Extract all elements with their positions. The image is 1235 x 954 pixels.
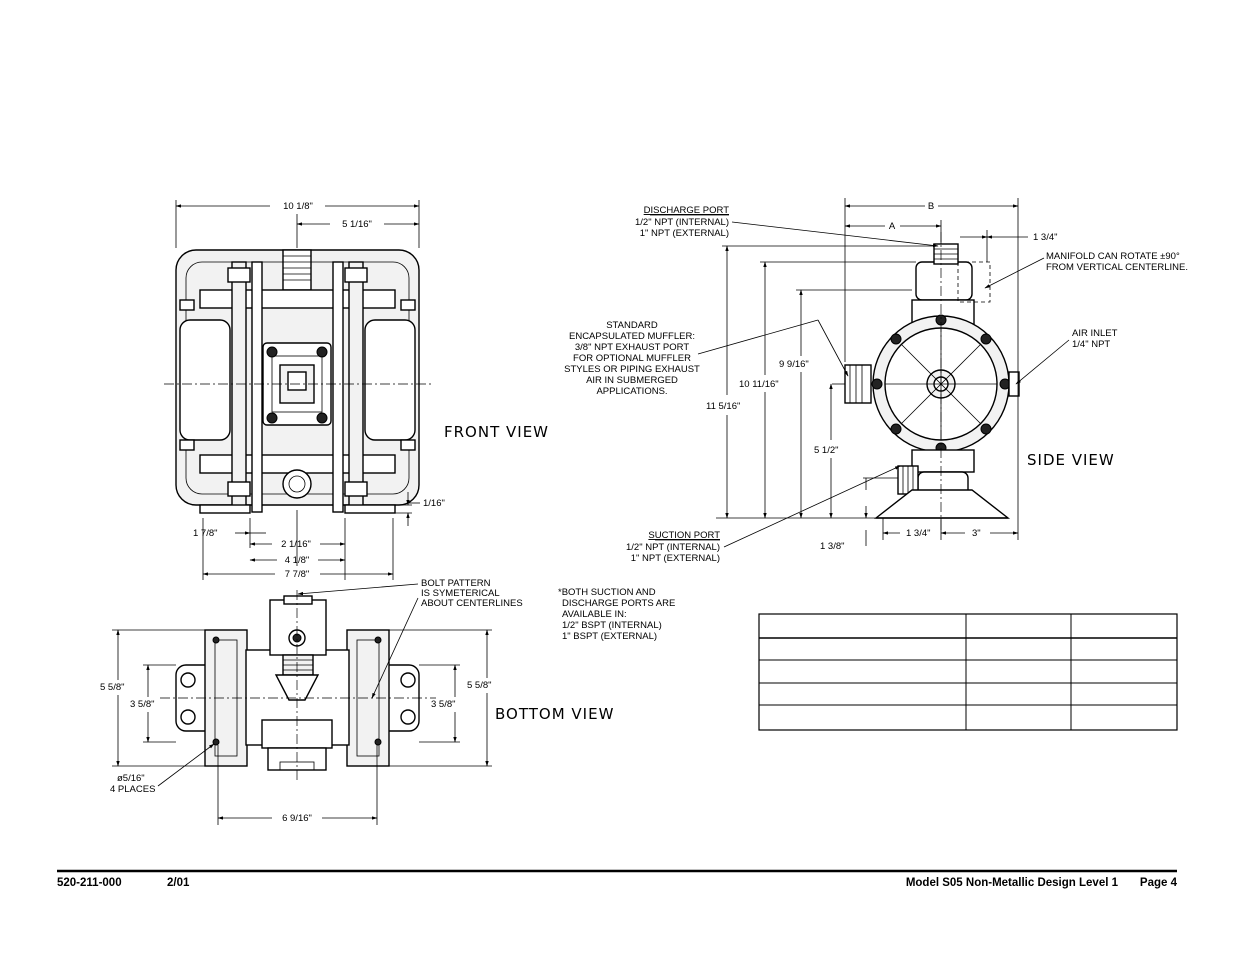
discharge-port-line2: 1" NPT (EXTERNAL) <box>640 228 729 239</box>
ports-note-line3: AVAILABLE IN: <box>562 609 627 620</box>
side-dim-a: A <box>889 221 896 232</box>
bolt-pattern-line2: IS SYMETERICAL <box>421 588 500 599</box>
side-dim-5-1-2: 5 1/2" <box>814 445 839 456</box>
side-view: B A 1 3/4" DISCHARGE PORT 1/2" NPT (INTE… <box>564 198 1188 564</box>
front-view: 10 1/8" 5 1/16" 1/16" 1 7/8" 2 1/16" 4 1… <box>164 200 549 580</box>
hole-callout-line1: ø5/16" <box>117 773 145 784</box>
side-dim-1-3-8: 1 3/8" <box>820 541 845 552</box>
side-view-pump-body <box>844 232 1020 532</box>
side-dim-1-3-4-top: 1 3/4" <box>1033 232 1058 243</box>
hole-callout-line2: 4 PLACES <box>110 784 155 795</box>
muffler-note-line2: ENCAPSULATED MUFFLER: <box>569 331 695 342</box>
discharge-port-line1: 1/2" NPT (INTERNAL) <box>635 217 729 228</box>
side-dim-b: B <box>928 201 934 212</box>
front-dim-half-width: 5 1/16" <box>342 219 372 230</box>
air-inlet-line1: AIR INLET <box>1072 328 1118 339</box>
muffler-note-line5: STYLES OR PIPING EXHAUST <box>564 364 700 375</box>
ports-note-line1: *BOTH SUCTION AND <box>558 587 656 598</box>
suction-port-line2: 1" NPT (EXTERNAL) <box>631 553 720 564</box>
footer-part-number: 520-211-000 <box>57 877 122 889</box>
front-dim-4-1-8: 4 1/8" <box>285 555 310 566</box>
ports-note: *BOTH SUCTION AND DISCHARGE PORTS ARE AV… <box>558 587 675 642</box>
bottom-dim-3-5-8-right: 3 5/8" <box>431 699 456 710</box>
bottom-dim-6-9-16: 6 9/16" <box>282 813 312 824</box>
bottom-dim-5-5-8-left: 5 5/8" <box>100 682 125 693</box>
footer-date: 2/01 <box>167 877 190 889</box>
ports-note-line5: 1" BSPT (EXTERNAL) <box>562 631 657 642</box>
ports-note-line2: DISCHARGE PORTS ARE <box>562 598 675 609</box>
air-inlet-line2: 1/4" NPT <box>1072 339 1110 350</box>
table-frame <box>758 613 1178 731</box>
front-dim-7-7-8: 7 7/8" <box>285 569 310 580</box>
front-dim-2-1-16: 2 1/16" <box>281 539 311 550</box>
side-view-title: SIDE VIEW <box>1027 451 1115 469</box>
side-dim-3: 3" <box>972 528 981 539</box>
muffler-note-line1: STANDARD <box>606 320 658 331</box>
bottom-view-pump-body <box>160 590 436 780</box>
front-dim-overall-width: 10 1/8" <box>283 201 313 212</box>
bottom-dim-3-5-8-left: 3 5/8" <box>130 699 155 710</box>
suction-port-title: SUCTION PORT <box>648 530 720 541</box>
side-dim-9-9-16: 9 9/16" <box>779 359 809 370</box>
side-dim-1-3-4-bottom: 1 3/4" <box>906 528 931 539</box>
discharge-port-title: DISCHARGE PORT <box>644 205 730 216</box>
front-dim-foot-thickness: 1/16" <box>423 498 445 509</box>
bolt-pattern-line3: ABOUT CENTERLINES <box>421 598 523 609</box>
muffler-note-line4: FOR OPTIONAL MUFFLER <box>573 353 691 364</box>
dimension-table <box>758 613 1178 731</box>
footer-title: Model S05 Non-Metallic Design Level 1 <box>906 877 1119 889</box>
muffler-note-line3: 3/8" NPT EXHAUST PORT <box>575 342 689 353</box>
muffler-note-line7: APPLICATIONS. <box>596 386 667 397</box>
ports-note-line4: 1/2" BSPT (INTERNAL) <box>562 620 662 631</box>
front-view-pump-body <box>164 249 432 514</box>
manifold-note-line1: MANIFOLD CAN ROTATE ±90° <box>1046 251 1180 262</box>
suction-port-line1: 1/2" NPT (INTERNAL) <box>626 542 720 553</box>
bottom-dim-5-5-8-right: 5 5/8" <box>467 680 492 691</box>
side-dim-10-11-16: 10 11/16" <box>739 379 779 390</box>
manifold-note-line2: FROM VERTICAL CENTERLINE. <box>1046 262 1188 273</box>
muffler-note-line6: AIR IN SUBMERGED <box>586 375 678 386</box>
side-dim-11-5-16: 11 5/16" <box>706 401 740 412</box>
bolt-pattern-line1: BOLT PATTERN <box>421 578 491 589</box>
front-dim-1-7-8: 1 7/8" <box>193 528 218 539</box>
bottom-view: BOLT PATTERN IS SYMETERICAL ABOUT CENTER… <box>100 578 614 825</box>
footer: 520-211-000 2/01 Model S05 Non-Metallic … <box>57 869 1178 889</box>
bottom-view-title: BOTTOM VIEW <box>495 705 614 723</box>
footer-page: Page 4 <box>1140 877 1178 889</box>
front-view-title: FRONT VIEW <box>444 423 549 441</box>
